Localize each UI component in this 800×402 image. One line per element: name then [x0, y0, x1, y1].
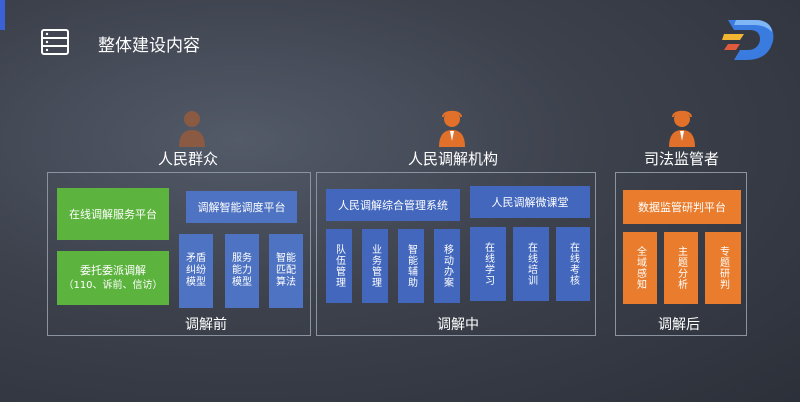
entrusted-mediation-title: 委托委派调解	[80, 264, 146, 277]
function-label: 队伍管理	[333, 244, 345, 288]
model-conflict-dispute[interactable]: 矛盾纠纷模型	[179, 234, 213, 308]
online-label: 在线学习	[482, 242, 494, 286]
panel-during-mediation	[316, 172, 596, 336]
group-label-judicial-supervisor: 司法监管者	[644, 150, 720, 168]
online-label: 在线培训	[525, 242, 537, 286]
online-mediation-platform[interactable]: 在线调解服务平台	[57, 188, 169, 240]
online-training[interactable]: 在线培训	[513, 227, 549, 301]
supervision-item-label: 主题分析	[675, 246, 687, 290]
caption-during: 调解中	[437, 317, 479, 333]
function-label: 智能辅助	[405, 244, 417, 288]
entrusted-mediation-sources: （110、诉前、信访）	[63, 280, 163, 291]
supervisor-icon	[669, 110, 695, 147]
online-label: 在线考核	[567, 242, 579, 286]
smart-dispatch-platform[interactable]: 调解智能调度平台	[186, 191, 297, 223]
caption-before: 调解前	[185, 317, 227, 333]
function-smart-assist[interactable]: 智能辅助	[398, 229, 424, 303]
model-label: 矛盾纠纷模型	[186, 253, 206, 288]
group-label-mediation-org: 人民调解机构	[408, 150, 499, 168]
entrusted-mediation[interactable]: 委托委派调解 （110、诉前、信访）	[57, 251, 169, 305]
model-smart-matching[interactable]: 智能匹配算法	[269, 234, 303, 308]
function-business-management[interactable]: 业务管理	[362, 229, 388, 303]
global-perception[interactable]: 全域感知	[623, 232, 657, 304]
function-label: 业务管理	[369, 244, 381, 288]
model-label: 智能匹配算法	[276, 253, 296, 288]
caption-after: 调解后	[658, 317, 700, 333]
model-service-capacity[interactable]: 服务能力模型	[225, 234, 259, 308]
special-study[interactable]: 专题研判	[705, 232, 741, 304]
mediation-micro-class[interactable]: 人民调解微课堂	[470, 186, 590, 218]
online-learning[interactable]: 在线学习	[470, 227, 506, 301]
panel-after-mediation	[615, 172, 747, 336]
citizen-icon	[179, 111, 205, 147]
server-list-icon	[41, 29, 69, 55]
d-logo-icon	[722, 20, 774, 60]
function-team-management[interactable]: 队伍管理	[326, 229, 352, 303]
model-label: 服务能力模型	[232, 253, 252, 288]
function-label: 移动办案	[441, 244, 453, 288]
corner-accent	[0, 0, 5, 30]
panel-before-mediation	[47, 172, 311, 336]
mediator-icon	[439, 110, 465, 147]
mediation-management-system[interactable]: 人民调解综合管理系统	[326, 189, 460, 221]
supervision-item-label: 全域感知	[634, 246, 646, 290]
function-mobile-case[interactable]: 移动办案	[434, 229, 460, 303]
topic-analysis[interactable]: 主题分析	[664, 232, 698, 304]
page-title: 整体建设内容	[98, 36, 200, 56]
group-label-citizens: 人民群众	[158, 150, 219, 168]
data-supervision-platform[interactable]: 数据监管研判平台	[623, 190, 741, 224]
supervision-item-label: 专题研判	[717, 246, 729, 290]
online-assessment[interactable]: 在线考核	[556, 227, 590, 301]
